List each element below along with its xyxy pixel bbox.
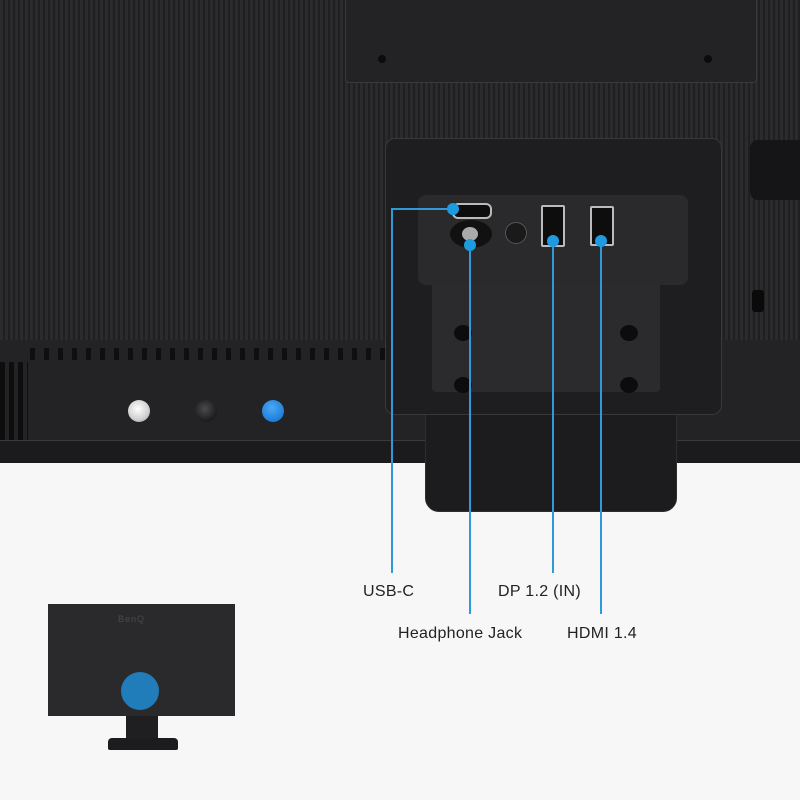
hdmi-callout-line bbox=[600, 240, 602, 614]
joystick-button[interactable] bbox=[195, 400, 217, 422]
usb-c-callout-line bbox=[391, 208, 453, 210]
usb-c-label: USB-C bbox=[363, 583, 415, 600]
usb-c-callout-line bbox=[391, 208, 393, 573]
headphone-callout-dot bbox=[464, 239, 476, 251]
blue-key-button[interactable] bbox=[262, 400, 284, 422]
vesa-screw-hole bbox=[704, 55, 712, 63]
thumbnail-port-highlight bbox=[121, 672, 159, 710]
mount-hole bbox=[454, 377, 472, 393]
thumbnail-stand-base bbox=[108, 738, 178, 750]
side-vent-slots bbox=[0, 362, 28, 447]
vesa-screw-hole bbox=[378, 55, 386, 63]
side-bracket bbox=[750, 140, 800, 200]
vent-slots bbox=[30, 348, 385, 360]
headphone-jack-label: Headphone Jack bbox=[398, 625, 523, 642]
mount-hole bbox=[620, 325, 638, 341]
power-input-port bbox=[505, 222, 527, 244]
power-button[interactable] bbox=[128, 400, 150, 422]
mount-hole bbox=[620, 377, 638, 393]
hdmi-callout-dot bbox=[595, 235, 607, 247]
stand-mount-area bbox=[432, 280, 660, 393]
dp-callout-dot bbox=[547, 235, 559, 247]
stand-neck bbox=[425, 410, 677, 512]
hdmi-label: HDMI 1.4 bbox=[567, 625, 637, 642]
thumbnail-stand-neck bbox=[126, 716, 158, 742]
dp-label: DP 1.2 (IN) bbox=[498, 583, 582, 600]
mount-hole bbox=[454, 325, 472, 341]
kensington-lock-slot bbox=[752, 290, 764, 312]
headphone-callout-line bbox=[469, 244, 471, 614]
vesa-mount-plate bbox=[345, 0, 757, 83]
thumbnail-brand-logo: BenQ bbox=[118, 614, 146, 624]
dp-callout-line bbox=[552, 240, 554, 573]
bezel-lip bbox=[0, 440, 800, 463]
headphone-jack-inner bbox=[462, 227, 478, 241]
usb-c-callout-dot bbox=[447, 203, 459, 215]
